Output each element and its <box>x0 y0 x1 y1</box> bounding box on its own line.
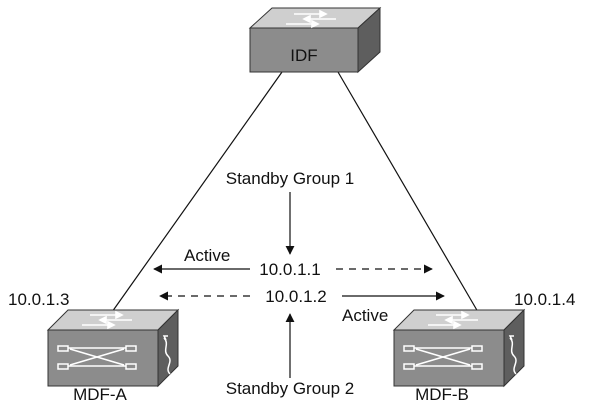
idf-label: IDF <box>290 46 317 65</box>
multilayer-switch-icon <box>403 335 517 375</box>
mdf-a-label: MDF-A <box>73 385 127 404</box>
mdf-b-switch: 10.0.1.4 MDF-B <box>392 290 575 404</box>
mdf-a-switch: 10.0.1.3 MDF-A <box>8 290 180 404</box>
switch-icon <box>82 310 132 330</box>
vip2-active-label: Active <box>342 306 388 325</box>
uplink-line-idf-mdf-a <box>111 71 283 313</box>
vip2-address: 10.0.1.2 <box>265 287 326 306</box>
multilayer-switch-icon <box>57 335 171 375</box>
mdf-b-ip-label: 10.0.1.4 <box>514 290 575 309</box>
standby-group-1-label: Standby Group 1 <box>226 169 355 188</box>
vip1-address: 10.0.1.1 <box>259 260 320 279</box>
switch-icon <box>428 310 478 330</box>
uplink-line-idf-mdf-b <box>337 71 479 313</box>
mdf-a-ip-label: 10.0.1.3 <box>8 290 69 309</box>
mdf-b-label: MDF-B <box>415 385 469 404</box>
vip1-active-label: Active <box>184 246 230 265</box>
switch-icon <box>286 9 336 29</box>
standby-group-2-label: Standby Group 2 <box>226 379 355 398</box>
idf-switch: IDF <box>248 6 382 74</box>
